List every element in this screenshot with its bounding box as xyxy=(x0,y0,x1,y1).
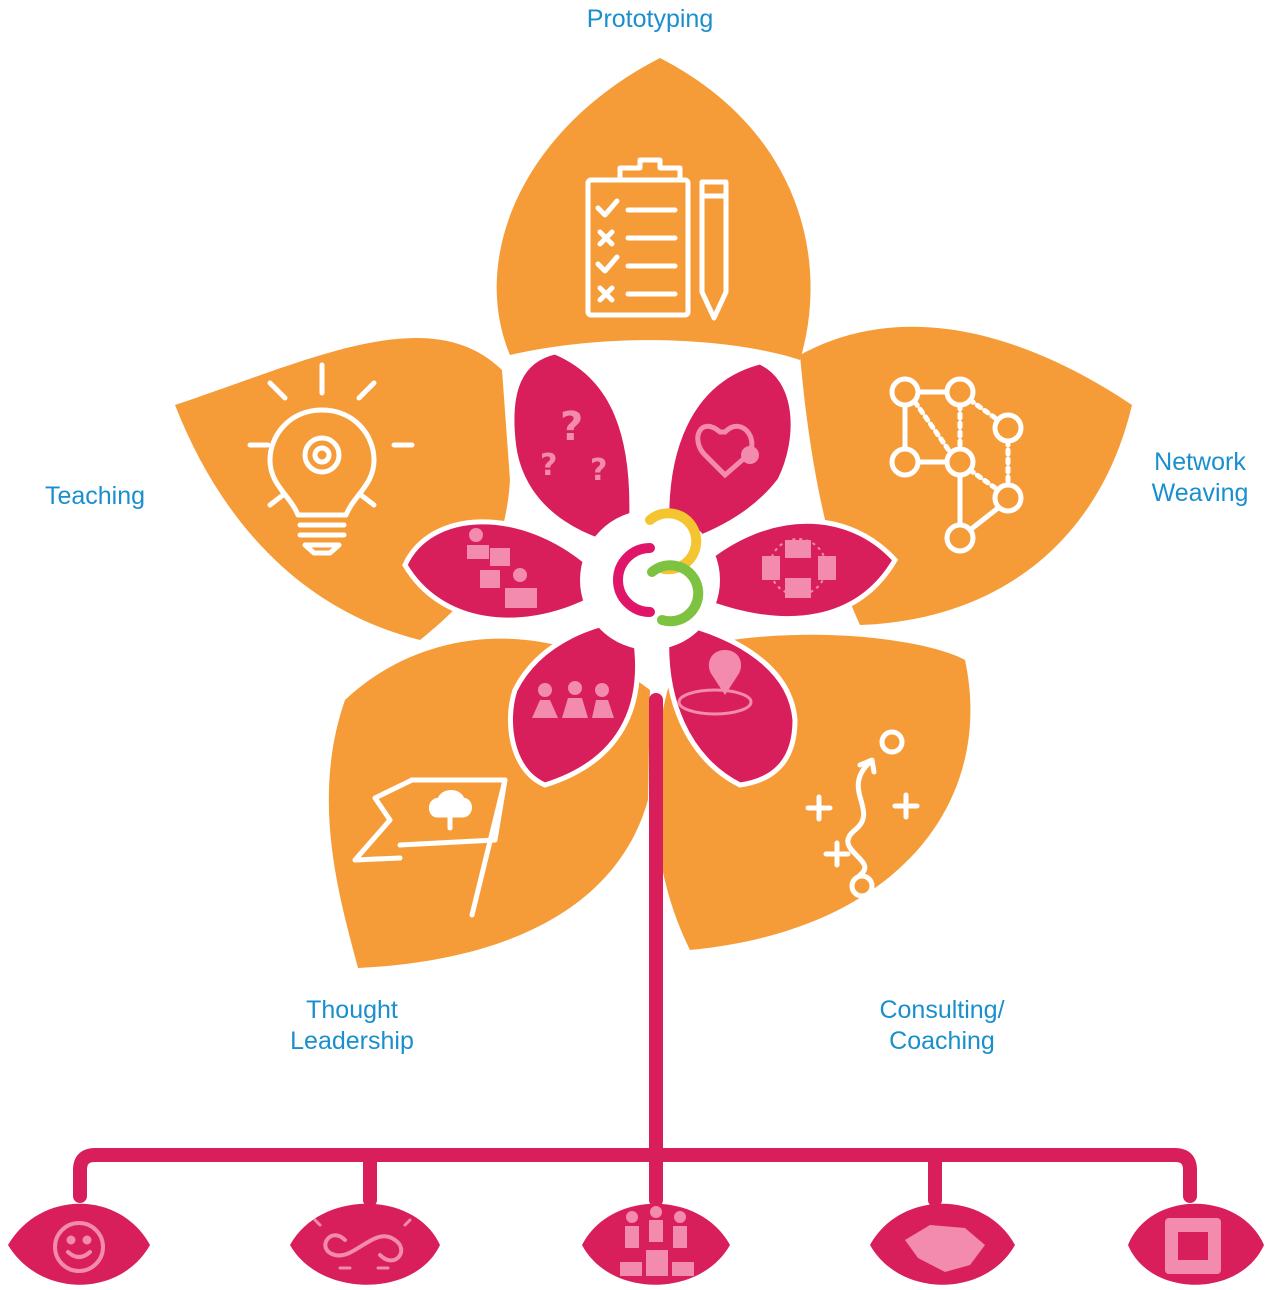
smiley-face-icon xyxy=(53,1221,105,1273)
root-icons xyxy=(53,1206,1221,1276)
people-group-icon xyxy=(532,681,614,718)
ring-green xyxy=(647,560,704,627)
label-network-line1: Network xyxy=(1154,448,1246,476)
label-thought-line2: Leadership xyxy=(290,1027,414,1055)
hands-together-icon xyxy=(1165,1218,1221,1274)
inner-petal-collab xyxy=(697,518,899,622)
label-network-weaving: Network Weaving xyxy=(1140,447,1260,509)
outer-icons xyxy=(247,157,1024,918)
label-teaching-line1: Teaching xyxy=(44,482,146,510)
question-mark-right: ? xyxy=(590,453,607,488)
inner-petal-location xyxy=(664,617,798,788)
lightbulb-gear-icon xyxy=(247,362,415,556)
label-consulting-line2: Coaching xyxy=(889,1027,995,1055)
label-prototyping-line1: Prototyping xyxy=(586,5,714,33)
question-mark-left: ? xyxy=(540,448,557,483)
heart-gear-dot xyxy=(741,446,759,464)
collaboration-circle-icon xyxy=(762,538,836,598)
label-consulting-line1: Consulting/ xyxy=(879,996,1005,1024)
label-network-line2: Weaving xyxy=(1151,479,1249,507)
label-consulting-coaching: Consulting/ Coaching xyxy=(852,995,1032,1057)
label-thought-line1: Thought xyxy=(306,996,398,1024)
podium-people-icon xyxy=(620,1206,694,1276)
flag-cloud-icon xyxy=(352,777,508,918)
label-prototyping: Prototyping xyxy=(560,4,740,35)
strategy-path-icon xyxy=(805,729,920,899)
stem-and-roots xyxy=(73,693,1197,1207)
ring-magenta xyxy=(613,543,655,617)
inner-petals xyxy=(402,349,899,788)
label-thought-leadership: Thought Leadership xyxy=(262,995,442,1057)
heart-gear-icon xyxy=(695,423,755,479)
label-teaching: Teaching xyxy=(20,481,170,512)
network-nodes-icon xyxy=(889,376,1024,554)
puzzle-people-icon xyxy=(467,528,537,608)
question-marks-icon: ? xyxy=(560,404,583,450)
root-leaf-1 xyxy=(8,1203,150,1285)
root-bar xyxy=(73,1148,1197,1203)
clipboard-checklist-icon xyxy=(585,157,729,321)
inner-icons: ? ? ? xyxy=(467,404,836,718)
lightbulb-infinity-icon xyxy=(313,1218,412,1270)
center-hub xyxy=(580,508,720,650)
inner-petal-questions xyxy=(509,349,635,551)
location-pin-icon xyxy=(677,650,753,716)
inner-petal-heart xyxy=(664,359,796,552)
handshake-icon xyxy=(905,1225,985,1272)
